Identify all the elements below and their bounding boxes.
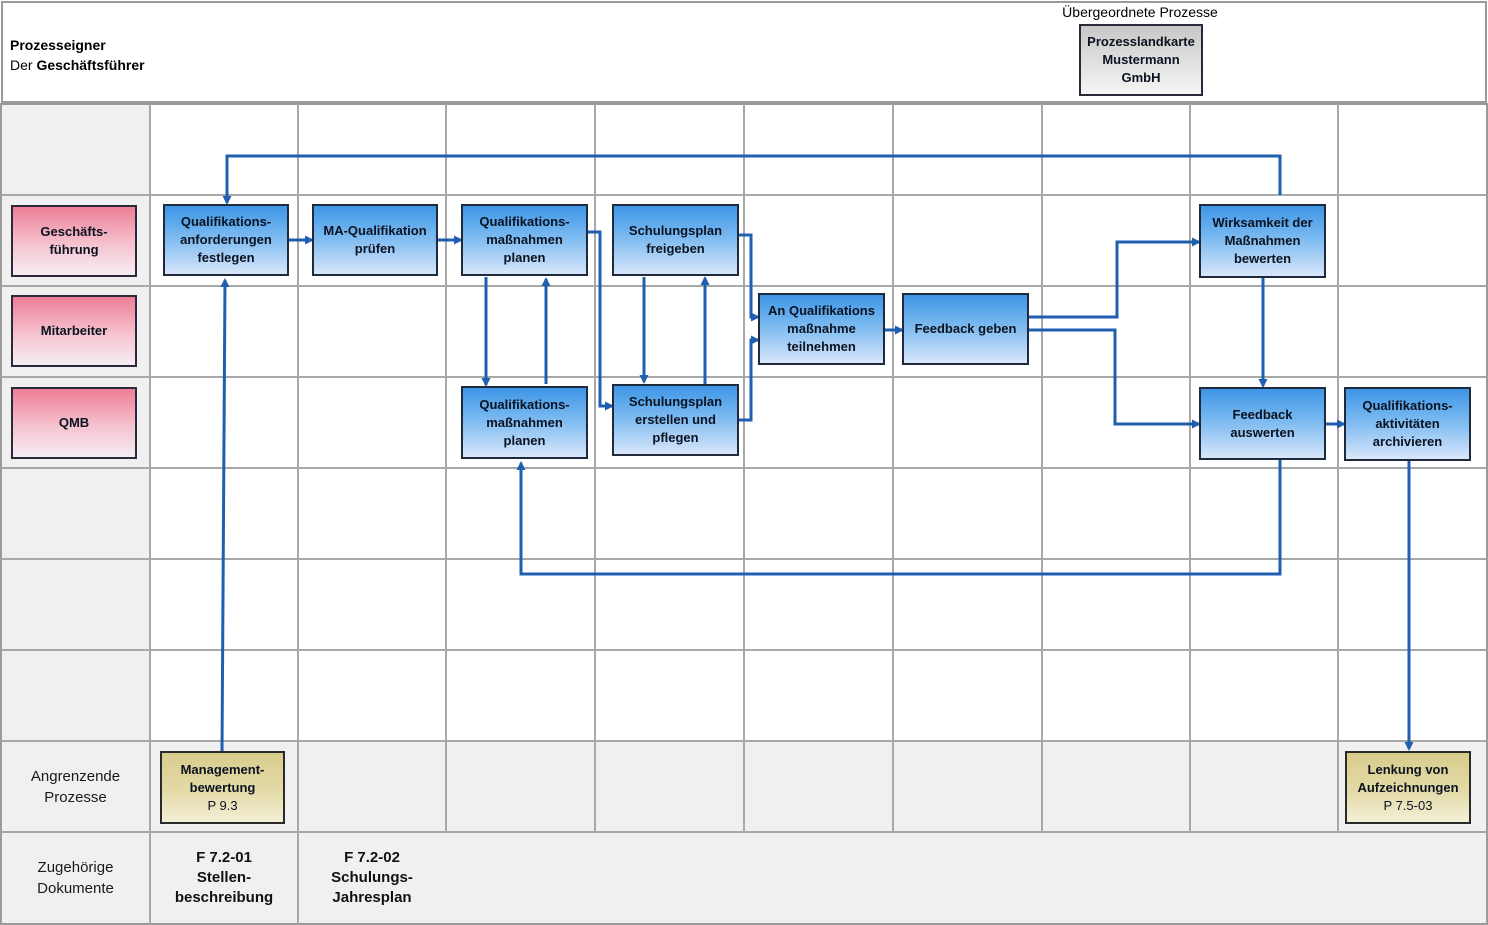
document-schulungs-jahresplan[interactable]: F 7.2-02 Schulungs- Jahresplan [331,849,413,906]
process-owner: Prozesseigner Der Geschäftsführer [10,35,145,75]
parent-process-label: Übergeordnete Prozesse [1062,4,1218,20]
connectors [220,154,1414,752]
step-schulungsplan-freigeben[interactable]: Schulungsplan freigeben [612,204,739,276]
step-feedback-geben[interactable]: Feedback geben [902,293,1029,365]
step-anforderungen-festlegen[interactable]: Qualifikations- anforderungen festlegen [163,204,289,276]
adjacent-management-bewertung[interactable]: Management- bewertung P 9.3 [160,751,285,824]
lenkung-title: Lenkung von Aufzeichnungen [1357,761,1459,795]
role-qmb[interactable]: QMB [11,387,137,459]
owner-title: Prozesseigner [10,37,106,53]
role-mitarbeiter[interactable]: Mitarbeiter [11,295,137,367]
document-stellenbeschreibung[interactable]: F 7.2-01 Stellen- beschreibung [174,849,274,906]
adjacent-lenkung-aufzeichnungen[interactable]: Lenkung von Aufzeichnungen P 7.5-03 [1345,751,1471,824]
step-schulungsplan-erstellen[interactable]: Schulungsplan erstellen und pflegen [612,384,739,456]
process-map-box[interactable]: Prozesslandkarte Mustermann GmbH [1079,24,1203,96]
step-aktivitaeten-archivieren[interactable]: Qualifikations- aktivitäten archivieren [1344,387,1471,461]
management-code: P 9.3 [207,797,238,813]
step-feedback-auswerten[interactable]: Feedback auswerten [1199,387,1326,460]
lenkung-code: P 7.5-03 [1383,797,1433,813]
owner-name: Geschäftsführer [36,57,145,73]
step-wirksamkeit-bewerten[interactable]: Wirksamkeit der Maßnahmen bewerten [1199,204,1326,278]
related-documents-label: Zugehörige Dokumente [37,859,114,897]
owner-prefix: Der [10,57,33,73]
step-massnahmen-planen-qmb[interactable]: Qualifikations- maßnahmen planen [461,386,588,459]
adjacent-processes-label: Angrenzende Prozesse [30,768,121,806]
step-massnahmen-planen-gf[interactable]: Qualifikations- maßnahmen planen [461,204,588,276]
process-header [1,1,1487,103]
management-title: Management- bewertung [180,761,265,795]
role-geschaeftsfuehrung[interactable]: Geschäfts- führung [11,205,137,277]
step-ma-qualifikation-pruefen[interactable]: MA-Qualifikation prüfen [312,204,438,276]
step-massnahme-teilnehmen[interactable]: An Qualifikations maßnahme teilnehmen [758,293,885,365]
